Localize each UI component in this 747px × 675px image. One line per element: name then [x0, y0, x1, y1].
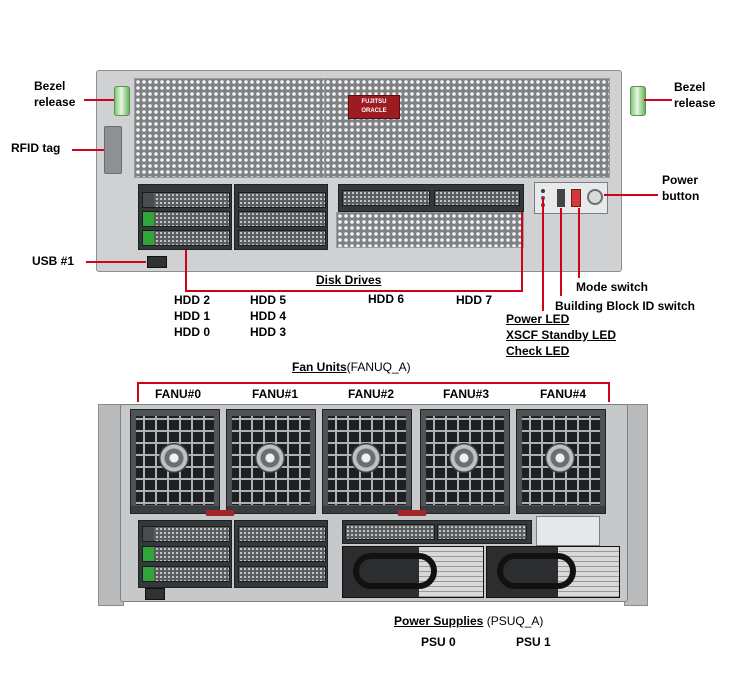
rear-drive[interactable]	[142, 566, 230, 582]
rear-drive[interactable]	[238, 526, 326, 542]
fan-unit-1[interactable]	[226, 409, 316, 514]
label-line: Power	[662, 173, 699, 187]
power-supplies-title: Power Supplies	[394, 614, 484, 628]
label-hdd-col1: HDD 2 HDD 1 HDD 0	[174, 292, 210, 340]
label-hdd-col2: HDD 5 HDD 4 HDD 3	[250, 292, 286, 340]
leader-power-button	[604, 194, 658, 196]
leader-bezel-left	[84, 99, 114, 101]
label-hdd0: HDD 0	[174, 325, 211, 339]
drive-hdd1[interactable]	[142, 211, 230, 227]
leader-bezel-right	[644, 99, 672, 101]
front-vent-grill-lower	[336, 212, 524, 248]
fan-unit-2[interactable]	[322, 409, 412, 514]
fan-units-title: Fan Units	[292, 360, 347, 374]
drive-hdd7[interactable]	[434, 190, 520, 206]
label-line: Bezel	[34, 79, 66, 93]
fan-unit-4[interactable]	[516, 409, 606, 514]
label-line: release	[34, 95, 76, 109]
leader-disk-right	[521, 212, 523, 292]
label-line: release	[674, 96, 716, 110]
hotswap-tag	[398, 510, 426, 516]
label-fanu2: FANU#2	[348, 387, 395, 401]
power-supplies-model: (PSUQ_A)	[483, 614, 544, 628]
rear-drive[interactable]	[142, 546, 230, 562]
label-check-led: Check LED	[506, 344, 570, 358]
rear-drive[interactable]	[437, 524, 527, 540]
label-hdd7: HDD 7	[456, 293, 493, 307]
drive-hdd3[interactable]	[238, 230, 326, 246]
label-rfid-tag: RFID tag	[11, 141, 61, 155]
leader-power-led	[542, 198, 544, 311]
leader-usb	[86, 261, 146, 263]
front-vent-grill-right	[324, 78, 610, 178]
drive-hdd6[interactable]	[342, 190, 430, 206]
bezel-release-right-latch[interactable]	[630, 86, 646, 116]
leader-disk-bottom	[185, 290, 523, 292]
power-supply-1[interactable]	[486, 546, 620, 598]
hotswap-tag	[206, 510, 234, 516]
drive-hdd5[interactable]	[238, 192, 326, 208]
label-hdd2: HDD 2	[174, 293, 211, 307]
label-disk-drives: Disk Drives	[316, 273, 382, 287]
label-fanu0: FANU#0	[155, 387, 202, 401]
leader-mode-switch	[578, 208, 580, 278]
rear-drive[interactable]	[142, 526, 230, 542]
label-bezel-release-right: Bezel release	[674, 79, 715, 111]
mode-switch-knob[interactable]	[571, 189, 581, 207]
vendor-logo: FUJITSU ORACLE	[348, 95, 400, 119]
drive-hdd2[interactable]	[142, 192, 230, 208]
title-fan-units: Fan Units(FANUQ_A)	[292, 359, 411, 375]
label-hdd6: HDD 6	[368, 292, 405, 306]
label-fanu3: FANU#3	[443, 387, 490, 401]
logo-text-1: FUJITSU	[361, 99, 387, 105]
leader-bbid-switch	[560, 208, 562, 296]
label-hdd4: HDD 4	[250, 309, 287, 323]
label-power-button: Power button	[662, 172, 699, 204]
power-button-knob[interactable]	[587, 189, 603, 205]
bezel-release-left-latch[interactable]	[114, 86, 130, 116]
title-power-supplies: Power Supplies (PSUQ_A)	[394, 613, 543, 629]
label-psu1: PSU 1	[516, 635, 551, 649]
power-led	[541, 189, 545, 193]
rear-drive[interactable]	[238, 566, 326, 582]
leader-fan-left	[137, 382, 139, 402]
fan-units-model: (FANUQ_A)	[346, 360, 411, 374]
label-hdd3: HDD 3	[250, 325, 287, 339]
label-line: button	[662, 189, 700, 203]
leader-disk-left	[185, 250, 187, 292]
rear-usb-port[interactable]	[145, 588, 165, 600]
drive-hdd4[interactable]	[238, 211, 326, 227]
power-supply-0[interactable]	[342, 546, 484, 598]
label-fanu4: FANU#4	[540, 387, 587, 401]
label-bezel-release-left: Bezel release	[34, 78, 75, 110]
label-hdd5: HDD 5	[250, 293, 287, 307]
fan-unit-3[interactable]	[420, 409, 510, 514]
label-fanu1: FANU#1	[252, 387, 299, 401]
label-mode-switch: Mode switch	[576, 280, 649, 294]
label-line: Bezel	[674, 80, 706, 94]
label-usb: USB #1	[32, 254, 75, 268]
usb-port[interactable]	[147, 256, 167, 268]
building-block-id-switch[interactable]	[557, 189, 565, 207]
label-psu0: PSU 0	[421, 635, 456, 649]
fan-unit-0[interactable]	[130, 409, 220, 514]
leader-rfid	[72, 149, 104, 151]
rear-drive[interactable]	[345, 524, 435, 540]
operation-panel	[534, 182, 608, 214]
label-power-led: Power LED	[506, 312, 570, 326]
label-xscf-standby-led: XSCF Standby LED	[506, 328, 617, 342]
rear-operation-panel	[536, 516, 600, 546]
leader-fan-right	[608, 382, 610, 402]
label-hdd1: HDD 1	[174, 309, 211, 323]
drive-hdd0[interactable]	[142, 230, 230, 246]
logo-text-2: ORACLE	[361, 108, 387, 114]
leader-fan-top	[137, 382, 610, 384]
rfid-tag-plate	[104, 126, 122, 174]
power-supplies-model-text: (PSUQ_A)	[486, 614, 544, 628]
front-vent-grill-left	[134, 78, 326, 178]
rear-drive[interactable]	[238, 546, 326, 562]
label-bbid-switch: Building Block ID switch	[555, 299, 696, 313]
